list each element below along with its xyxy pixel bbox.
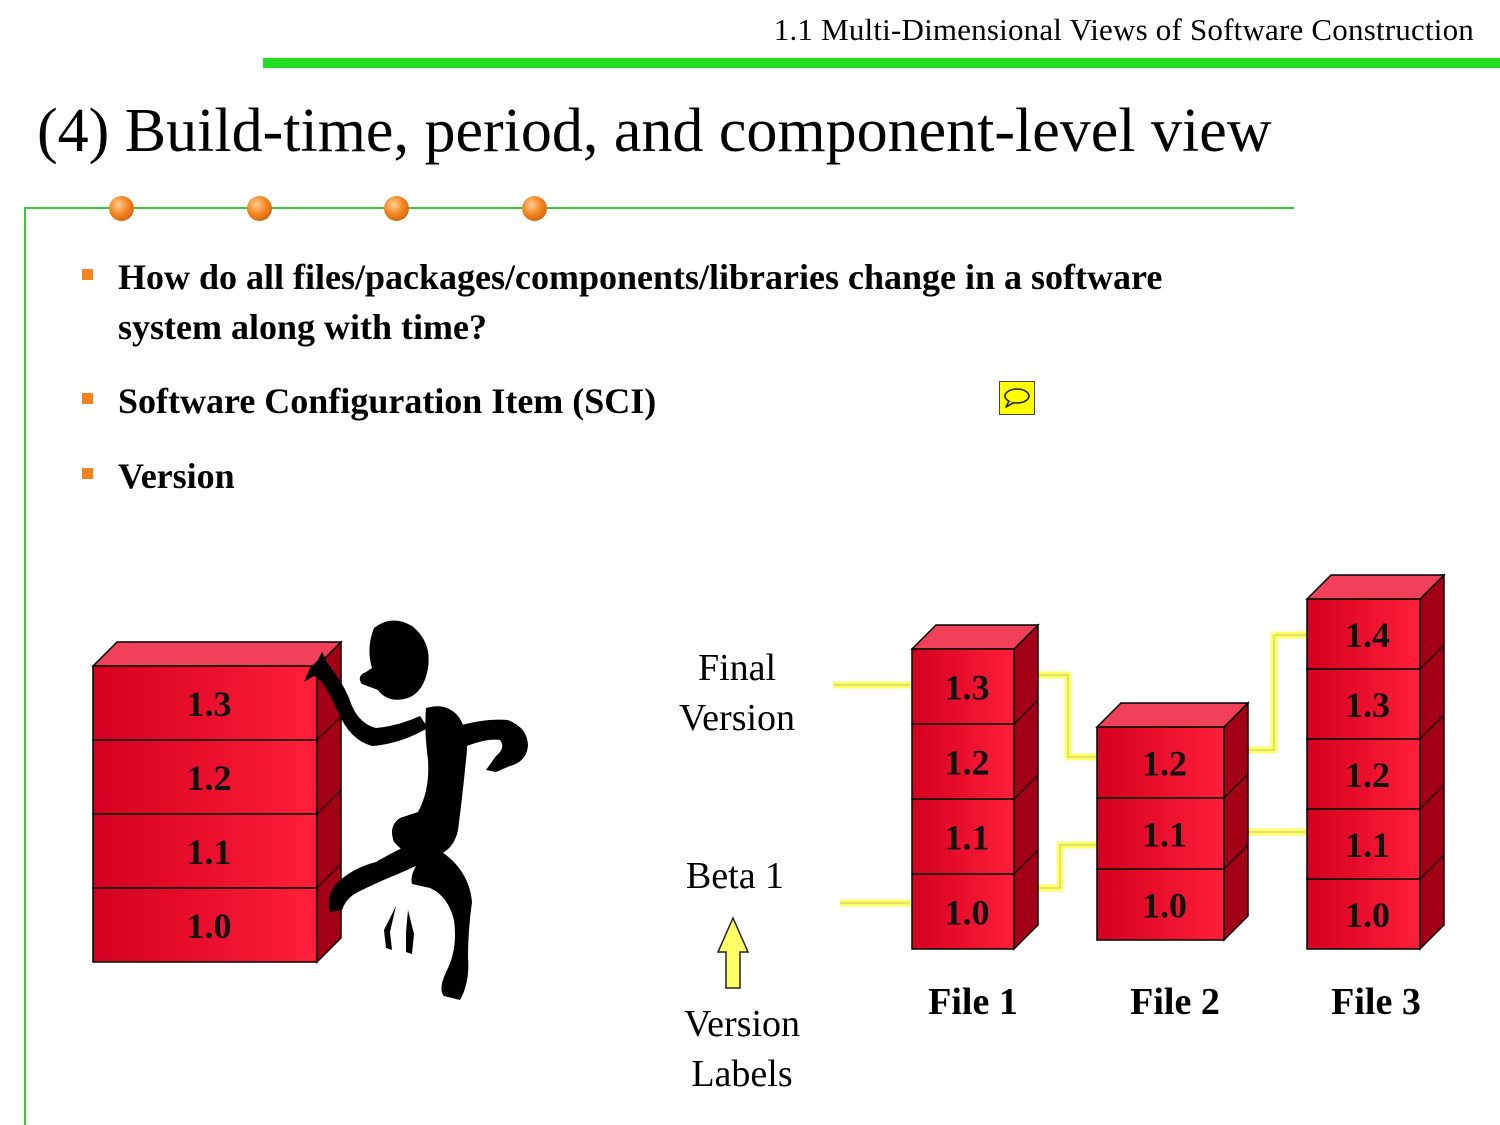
orange-dot-2 (247, 196, 272, 221)
version-block (92, 739, 318, 815)
version-block (1096, 797, 1225, 870)
bullet-marker (82, 468, 93, 479)
slide-title: (4) Build-time, period, and component-le… (37, 97, 1272, 165)
version-block (1306, 598, 1421, 670)
version-number: 1.0 (1142, 885, 1187, 925)
version-number: 1.0 (1345, 895, 1390, 935)
file-2-label: File 2 (1130, 981, 1220, 1023)
version-labels-caption: Version Labels (683, 1003, 801, 1095)
bullet-text: Software Configuration Item (SCI) (118, 381, 657, 421)
course-section-header: 1.1 Multi-Dimensional Views of Software … (773, 12, 1474, 47)
version-block (1306, 808, 1421, 880)
left-border-line (24, 207, 26, 1125)
title-divider (24, 207, 1294, 209)
final-link-line (1037, 671, 1100, 761)
dancing-figure-icon (304, 620, 528, 1000)
version-number: 1.1 (1142, 814, 1187, 854)
version-number: 1.2 (945, 742, 990, 782)
version-number: 1.1 (187, 832, 232, 872)
up-arrow-icon (716, 916, 750, 989)
version-number: 1.1 (945, 817, 990, 857)
version-number: 1.3 (187, 684, 232, 724)
orange-dot-3 (384, 196, 409, 221)
orange-dot-1 (109, 196, 134, 221)
file-3-label: File 3 (1331, 981, 1421, 1023)
bullet-text: How do all files/packages/components/lib… (118, 257, 1163, 347)
final-link-line (1246, 631, 1310, 754)
beta-link-line (1037, 841, 1100, 892)
beta-label: Beta 1 (685, 855, 785, 897)
file-3-version-stack: 1.4 1.3 1.2 1.1 1.0 (1305, 573, 1446, 951)
left-version-stack: 1.3 1.2 1.1 1.0 (91, 640, 343, 964)
orange-dot-4 (522, 196, 547, 221)
bullet-marker (82, 393, 93, 404)
version-block (92, 665, 318, 741)
version-block (1306, 878, 1421, 950)
version-number: 1.3 (945, 667, 990, 707)
version-number: 1.2 (1142, 743, 1187, 783)
version-number: 1.2 (187, 758, 232, 798)
version-number: 1.0 (945, 892, 990, 932)
version-number: 1.3 (1345, 685, 1390, 725)
version-number: 1.0 (187, 906, 232, 946)
version-block (1306, 668, 1421, 740)
bullet-marker (82, 269, 93, 280)
header-divider (263, 58, 1500, 68)
version-block (911, 648, 1015, 725)
version-number: 1.4 (1345, 615, 1390, 655)
version-block (1306, 738, 1421, 810)
file-2-version-stack: 1.2 1.1 1.0 (1095, 701, 1250, 942)
version-block (911, 723, 1015, 800)
version-block (92, 813, 318, 889)
bullet-text: Version (118, 456, 235, 496)
version-block (1096, 868, 1225, 941)
version-block (1096, 726, 1225, 799)
file-1-label: File 1 (928, 981, 1018, 1023)
speech-bubble-icon[interactable] (999, 381, 1035, 415)
version-block (911, 873, 1015, 950)
final-version-label: Final Version (678, 647, 796, 739)
version-number: 1.1 (1345, 825, 1390, 865)
version-number: 1.2 (1345, 755, 1390, 795)
file-1-version-stack: 1.3 1.2 1.1 1.0 (910, 623, 1040, 951)
version-block (92, 887, 318, 963)
